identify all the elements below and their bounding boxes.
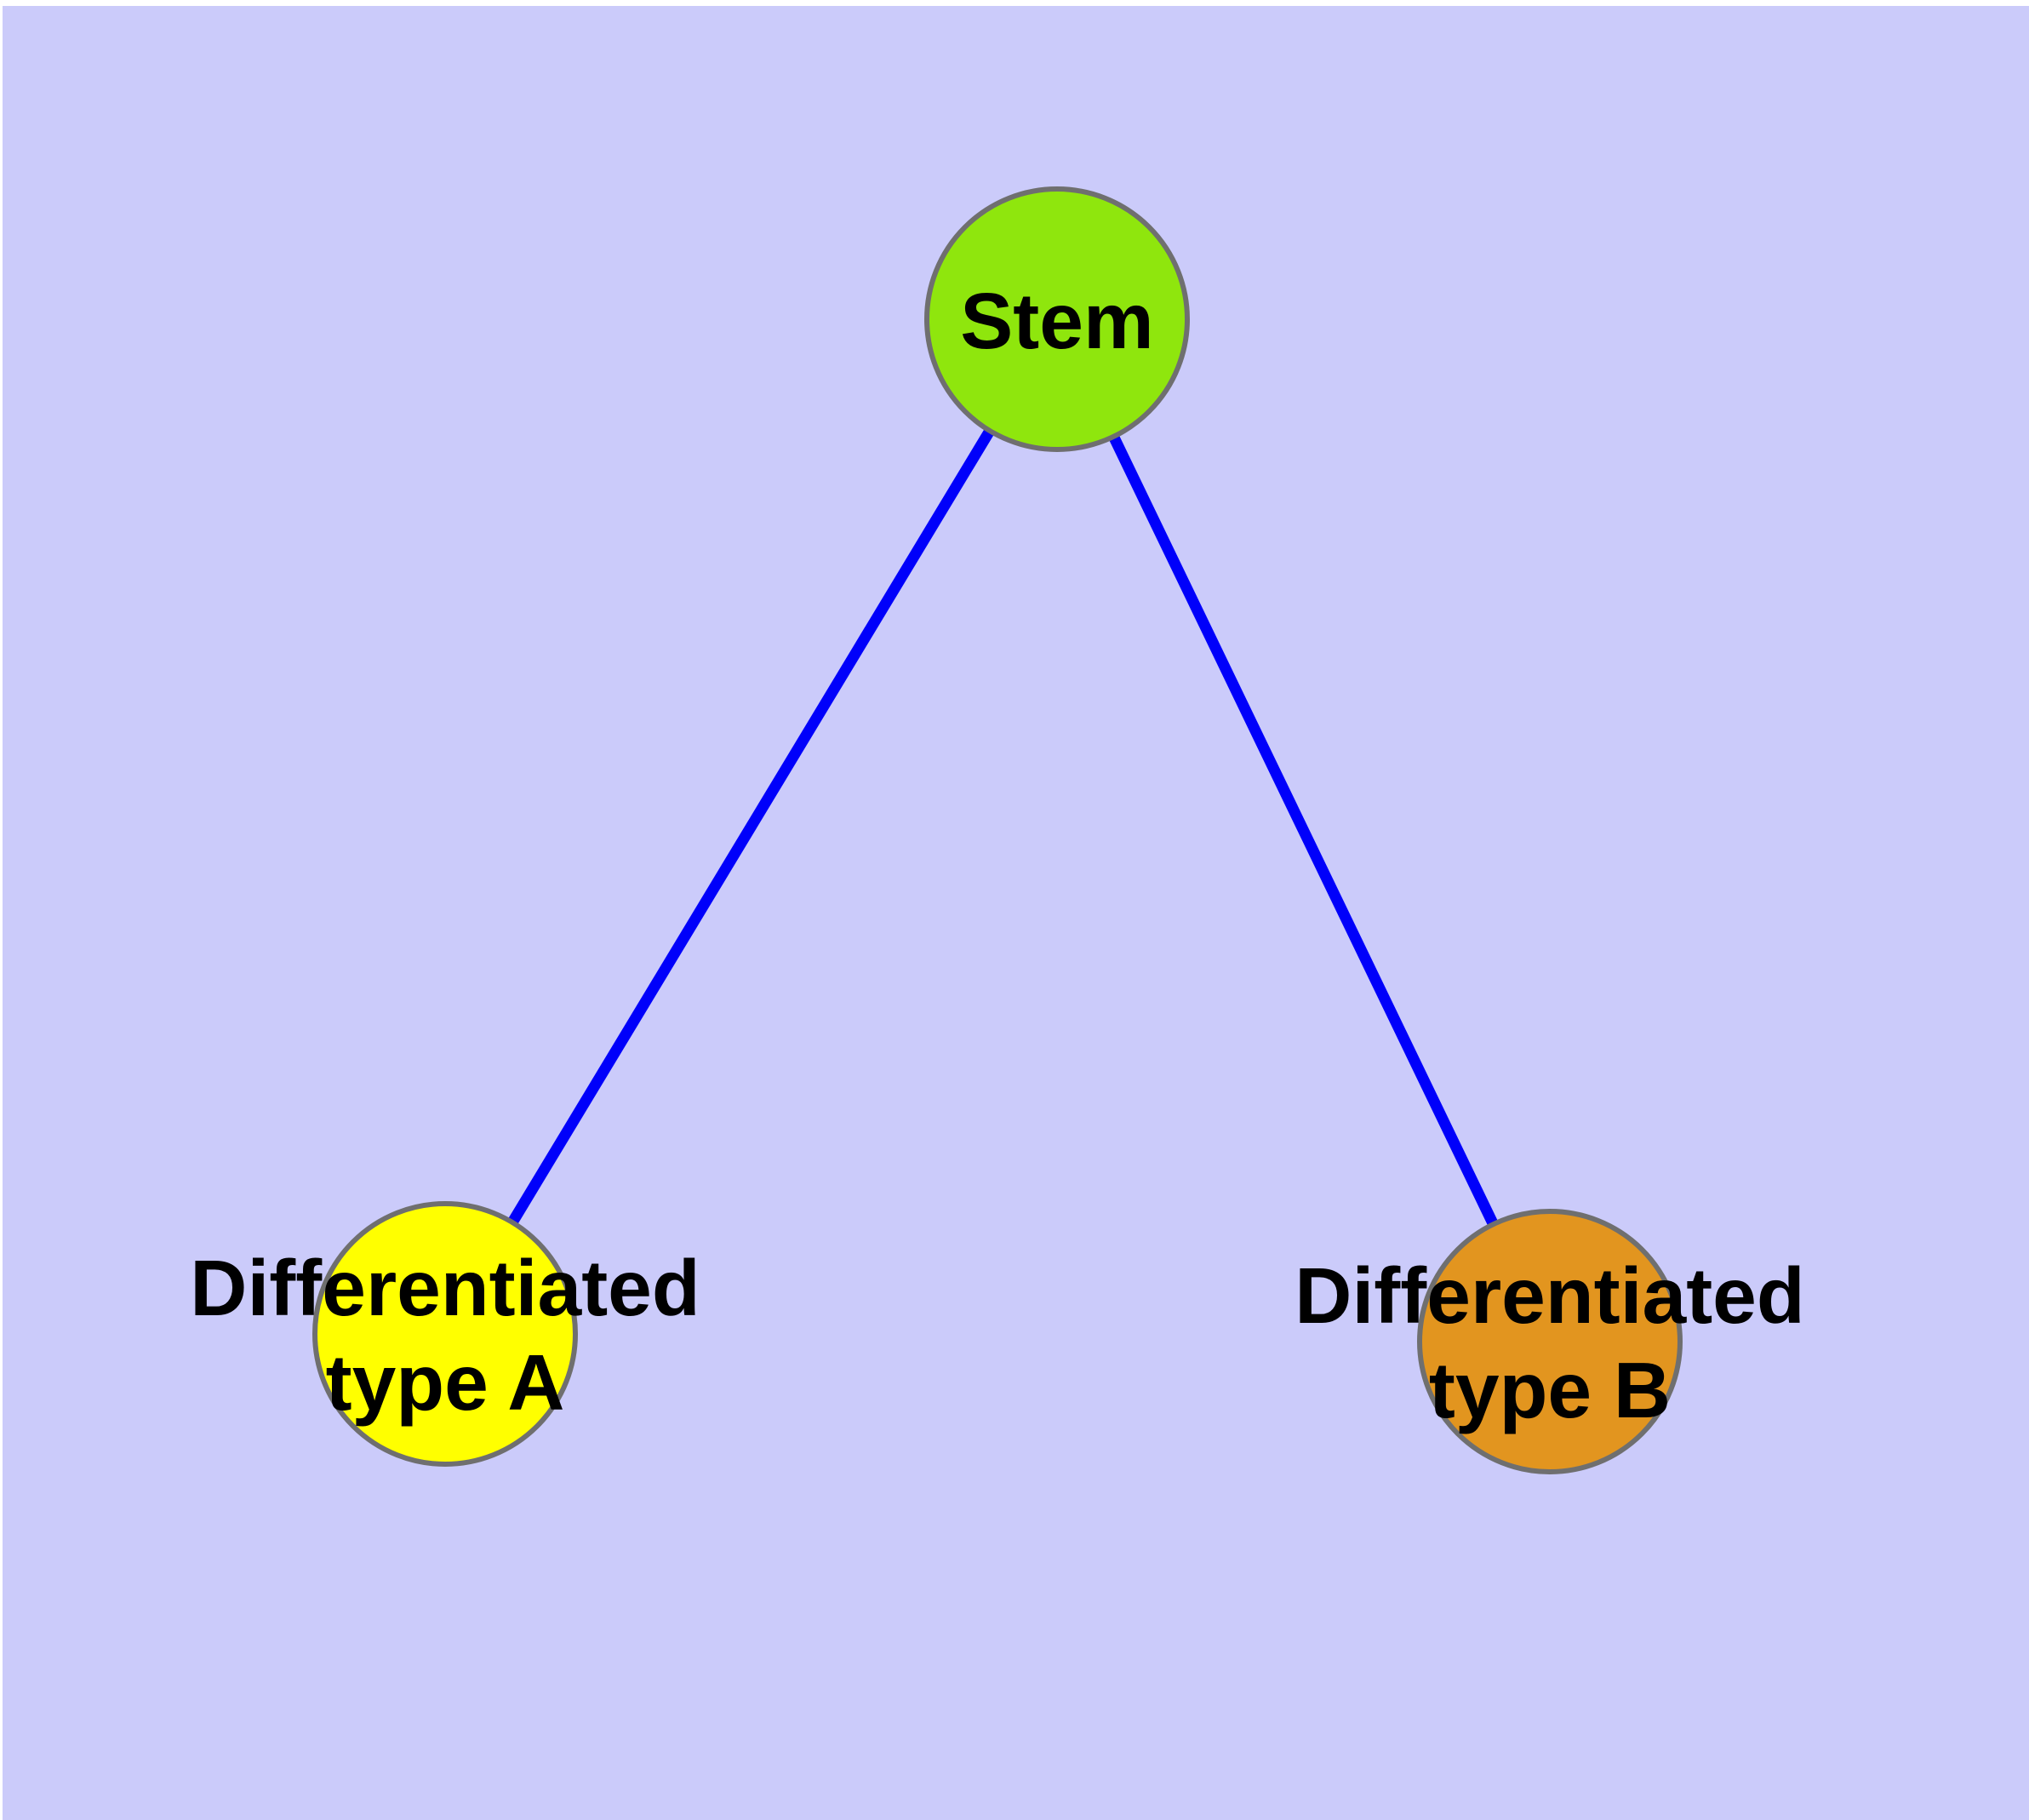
type-a-node	[315, 1204, 575, 1464]
edge-stem-to-type-a	[440, 316, 1062, 1337]
type-b-node-group: Differentiated type B	[1295, 1209, 1805, 1474]
type-b-node-label-line1: Differentiated	[1295, 1251, 1804, 1340]
type-b-node-label-line2: type B	[1429, 1346, 1671, 1434]
type-a-node-border	[312, 1201, 578, 1467]
type-b-node-border	[1417, 1209, 1683, 1474]
stem-node-border	[924, 186, 1190, 452]
type-b-node	[1420, 1211, 1680, 1472]
type-a-node-label-line2: type A	[326, 1338, 565, 1427]
stem-node-group: Stem	[924, 186, 1190, 452]
type-a-node-label-line1: Differentiated	[190, 1244, 700, 1332]
type-a-node-group: Differentiated type A	[190, 1201, 700, 1467]
edge-stem-to-type-b	[1052, 317, 1555, 1344]
stem-node-label: Stem	[960, 277, 1153, 365]
stem-node	[927, 189, 1187, 449]
